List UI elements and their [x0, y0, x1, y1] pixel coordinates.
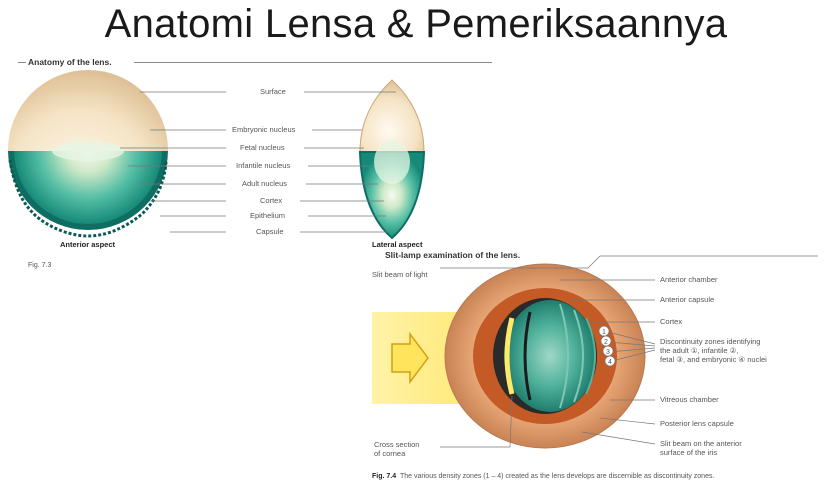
label-cortex-2: Cortex: [660, 317, 682, 326]
zone-number: 3: [606, 349, 610, 356]
discontinuity-line-3: fetal ③, and embryonic ④ nuclei: [660, 355, 767, 364]
discontinuity-line-2: the adult ①, infantile ②,: [660, 346, 739, 355]
lateral-aspect-label: Lateral aspect: [372, 240, 422, 249]
label-embryonic-nucleus: Embryonic nucleus: [232, 125, 295, 134]
slit-lamp-eye: [372, 264, 645, 448]
discontinuity-line-1: Discontinuity zones identifying: [660, 337, 760, 346]
label-fetal-nucleus: Fetal nucleus: [240, 143, 285, 152]
fig2-number: Fig. 7.4: [372, 473, 396, 480]
lateral-aspect-lens: [360, 80, 424, 238]
label-anterior-chamber: Anterior chamber: [660, 275, 718, 284]
fig2-caption-text: The various density zones (1 – 4) create…: [400, 473, 714, 480]
slit-anterior-line-2: surface of the iris: [660, 448, 717, 457]
fig2-heading: Slit-lamp examination of the lens.: [385, 250, 520, 260]
label-vitreous-chamber: Vitreous chamber: [660, 395, 719, 404]
zone-number: 2: [604, 339, 608, 346]
label-adult-nucleus: Adult nucleus: [242, 179, 287, 188]
cross-section-line-2: of cornea: [374, 449, 405, 458]
label-posterior-capsule: Posterior lens capsule: [660, 419, 734, 428]
zone-number: 1: [602, 329, 606, 336]
label-surface: Surface: [260, 87, 286, 96]
cross-section-line-1: Cross section: [374, 440, 419, 449]
label-capsule: Capsule: [256, 227, 284, 236]
anterior-aspect-label: Anterior aspect: [60, 240, 115, 249]
label-epithelium: Epithelium: [250, 211, 285, 220]
label-anterior-capsule: Anterior capsule: [660, 295, 714, 304]
label-cortex: Cortex: [260, 196, 282, 205]
fig2-caption: Fig. 7.4 The various density zones (1 – …: [372, 472, 822, 481]
anterior-aspect-lens: [8, 70, 168, 236]
fig1-number: Fig. 7.3: [28, 262, 51, 269]
slit-anterior-line-1: Slit beam on the anterior: [660, 439, 742, 448]
slit-beam-label: Slit beam of light: [372, 270, 427, 279]
label-infantile-nucleus: Infantile nucleus: [236, 161, 290, 170]
zone-number: 4: [608, 359, 612, 366]
